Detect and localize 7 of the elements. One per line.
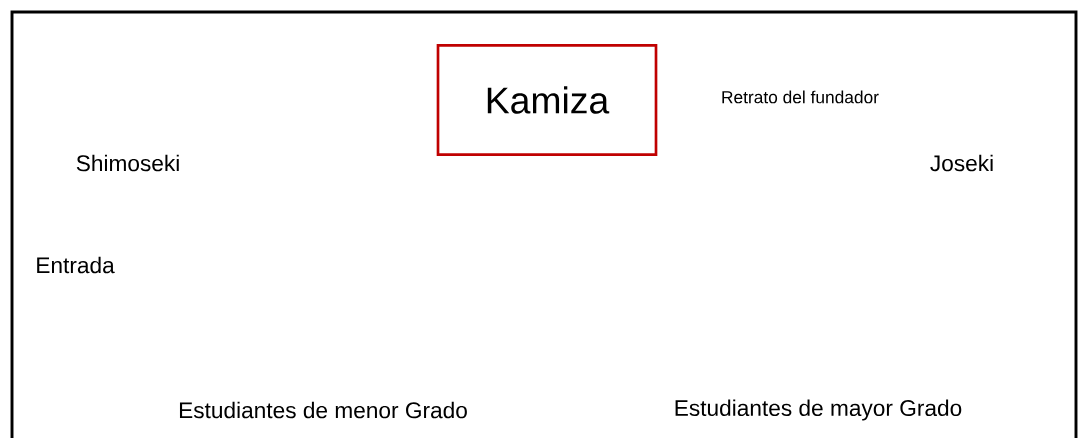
area-label: Joseki bbox=[930, 154, 993, 172]
kamiza-box: Kamiza bbox=[436, 44, 658, 156]
area-label: Estudiantes de mayor Grado bbox=[675, 399, 962, 421]
area-label: Shimoseki bbox=[76, 154, 179, 172]
area-label: Entrada bbox=[37, 256, 115, 274]
area-label: Retrato del fundador bbox=[722, 90, 879, 104]
area-label: Estudiantes de menor Grado bbox=[179, 401, 467, 419]
